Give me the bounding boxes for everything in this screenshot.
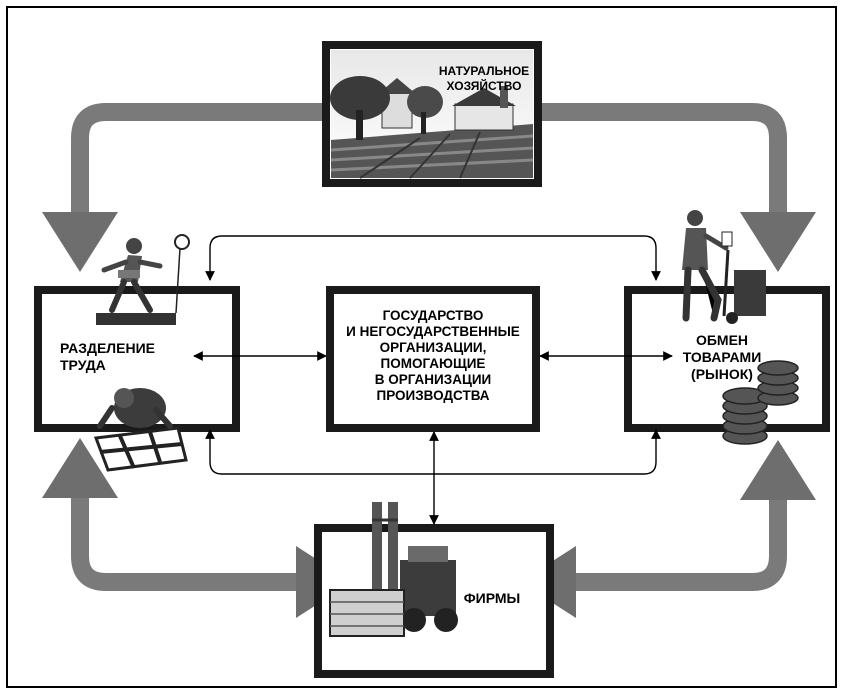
big-arrow-bottom-left <box>42 438 352 618</box>
government-label: ГОСУДАРСТВО И НЕГОСУДАРСТВЕННЫЕ ОРГАНИЗА… <box>334 308 532 404</box>
bottom-connector-line <box>205 429 661 475</box>
government-line-3: ОРГАНИЗАЦИИ, <box>379 340 487 355</box>
big-arrow-top-left <box>42 103 322 272</box>
big-arrow-bottom-right <box>520 440 816 618</box>
government-box <box>326 286 540 432</box>
government-line-2: И НЕГОСУДАРСТВЕННЫЕ <box>346 324 520 339</box>
government-line-4: ПОМОГАЮЩИЕ <box>380 356 486 371</box>
natural-economy-line-1: НАТУРАЛЬНОЕ <box>438 64 530 78</box>
division-of-labor-line-2: ТРУДА <box>60 357 106 373</box>
thin-connectors <box>193 235 673 525</box>
government-line-6: ПРОИЗВОДСТВА <box>376 388 490 403</box>
forklift-illustration <box>329 502 458 637</box>
natural-economy-line-2: ХОЗЯЙСТВО <box>446 79 522 93</box>
coins-illustration <box>722 360 799 445</box>
market-line-3: (РЫНОК) <box>691 366 753 382</box>
division-of-labor-line-1: РАЗДЕЛЕНИЕ <box>60 340 155 356</box>
big-arrow-top-right <box>542 103 816 272</box>
government-line-1: ГОСУДАРСТВО <box>382 308 484 323</box>
farm-illustration <box>330 50 534 179</box>
division-of-labor-label: РАЗДЕЛЕНИЕ ТРУДА <box>60 340 170 374</box>
firms-label: ФИРМЫ <box>452 590 532 607</box>
top-connector-line <box>205 235 661 281</box>
market-line-1: ОБМЕН <box>695 332 749 348</box>
delivery-worker-illustration <box>682 210 766 324</box>
government-line-5: В ОРГАНИЗАЦИИ <box>374 372 492 387</box>
welder-illustration <box>93 388 188 472</box>
market-line-2: ТОВАРАМИ <box>682 349 762 365</box>
steelworker-illustration <box>96 234 190 325</box>
firms-line-1: ФИРМЫ <box>463 590 521 606</box>
market-label: ОБМЕН ТОВАРАМИ (РЫНОК) <box>672 332 772 383</box>
natural-economy-label: НАТУРАЛЬНОЕ ХОЗЯЙСТВО <box>436 64 532 94</box>
